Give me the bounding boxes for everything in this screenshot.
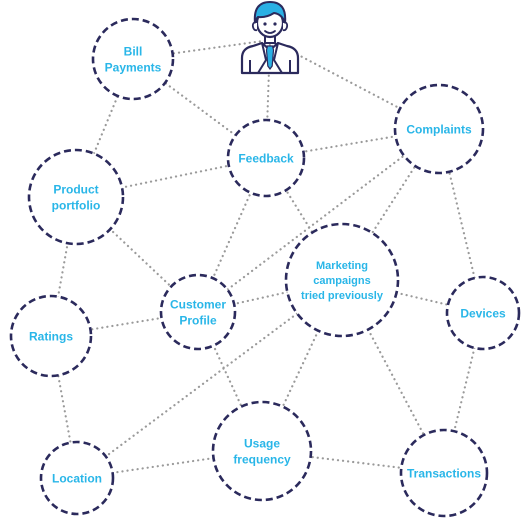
node-circle-feedback bbox=[226, 118, 306, 198]
node-label-product-portfolio-line-1: Product bbox=[53, 182, 98, 196]
node-label-devices-line-1: Devices bbox=[460, 306, 506, 320]
node-circle-customer-profile bbox=[159, 273, 237, 351]
edge-feedback-to-product-portfolio bbox=[74, 156, 268, 199]
node-circle-devices bbox=[445, 275, 521, 351]
node-marketing-campaigns: Marketing campaigns tried previously bbox=[284, 222, 400, 338]
node-usage-frequency: Usage frequency bbox=[211, 400, 313, 502]
avatar-tie bbox=[265, 45, 275, 71]
node-devices: Devices bbox=[445, 275, 521, 351]
node-product-portfolio: Product portfolio bbox=[27, 148, 125, 246]
node-label-product-portfolio-line-2: portfolio bbox=[52, 198, 101, 212]
node-label-complaints-line-1: Complaints bbox=[406, 122, 472, 136]
node-label-marketing-campaigns-line-1: Marketing bbox=[316, 260, 368, 272]
node-label-customer-profile-line-2: Profile bbox=[179, 313, 217, 327]
avatar-smile bbox=[264, 30, 276, 34]
node-label-usage-frequency-line-2: frequency bbox=[233, 452, 291, 466]
node-location: Location bbox=[39, 440, 115, 516]
node-label-ratings-line-1: Ratings bbox=[29, 329, 73, 343]
node-label-location-line-1: Location bbox=[52, 471, 102, 485]
avatar-eye-left bbox=[263, 22, 267, 26]
avatar-arms bbox=[249, 60, 291, 73]
node-label-customer-profile-line-1: Customer bbox=[170, 297, 226, 311]
node-label-usage-frequency-line-1: Usage bbox=[244, 436, 280, 450]
node-circle-marketing-campaigns bbox=[284, 222, 400, 338]
node-circle-transactions bbox=[399, 428, 489, 518]
user-avatar-icon bbox=[240, 0, 300, 75]
edge-feedback-to-complaints bbox=[264, 127, 441, 160]
node-circle-product-portfolio bbox=[27, 148, 125, 246]
avatar-eye-right bbox=[273, 22, 277, 26]
node-label-bill-payments-line-2: Payments bbox=[105, 60, 162, 74]
node-label-marketing-campaigns-line-3: tried previously bbox=[301, 290, 384, 302]
edge-marketing-campaigns-to-devices bbox=[340, 278, 485, 315]
avatar-hair bbox=[253, 0, 287, 24]
edge-complaints-to-customer-profile bbox=[196, 127, 441, 314]
node-circle-location bbox=[39, 440, 115, 516]
node-label-feedback-line-1: Feedback bbox=[238, 151, 294, 165]
node-circle-usage-frequency bbox=[211, 400, 313, 502]
node-transactions: Transactions bbox=[399, 428, 489, 518]
edge-ratings-to-location bbox=[49, 334, 79, 480]
node-circle-bill-payments bbox=[91, 17, 175, 101]
avatar-lapels bbox=[257, 42, 283, 74]
node-label-bill-payments-line-1: Bill bbox=[124, 44, 143, 58]
node-circle-ratings bbox=[9, 294, 93, 378]
edge-feedback-to-marketing-campaigns bbox=[264, 156, 344, 282]
node-ratings: Ratings bbox=[9, 294, 93, 378]
node-circle-complaints bbox=[393, 83, 485, 175]
node-label-transactions-line-1: Transactions bbox=[407, 466, 481, 480]
node-feedback: Feedback bbox=[226, 118, 306, 198]
node-complaints: Complaints bbox=[393, 83, 485, 175]
node-label-marketing-campaigns-line-2: campaigns bbox=[313, 275, 370, 287]
